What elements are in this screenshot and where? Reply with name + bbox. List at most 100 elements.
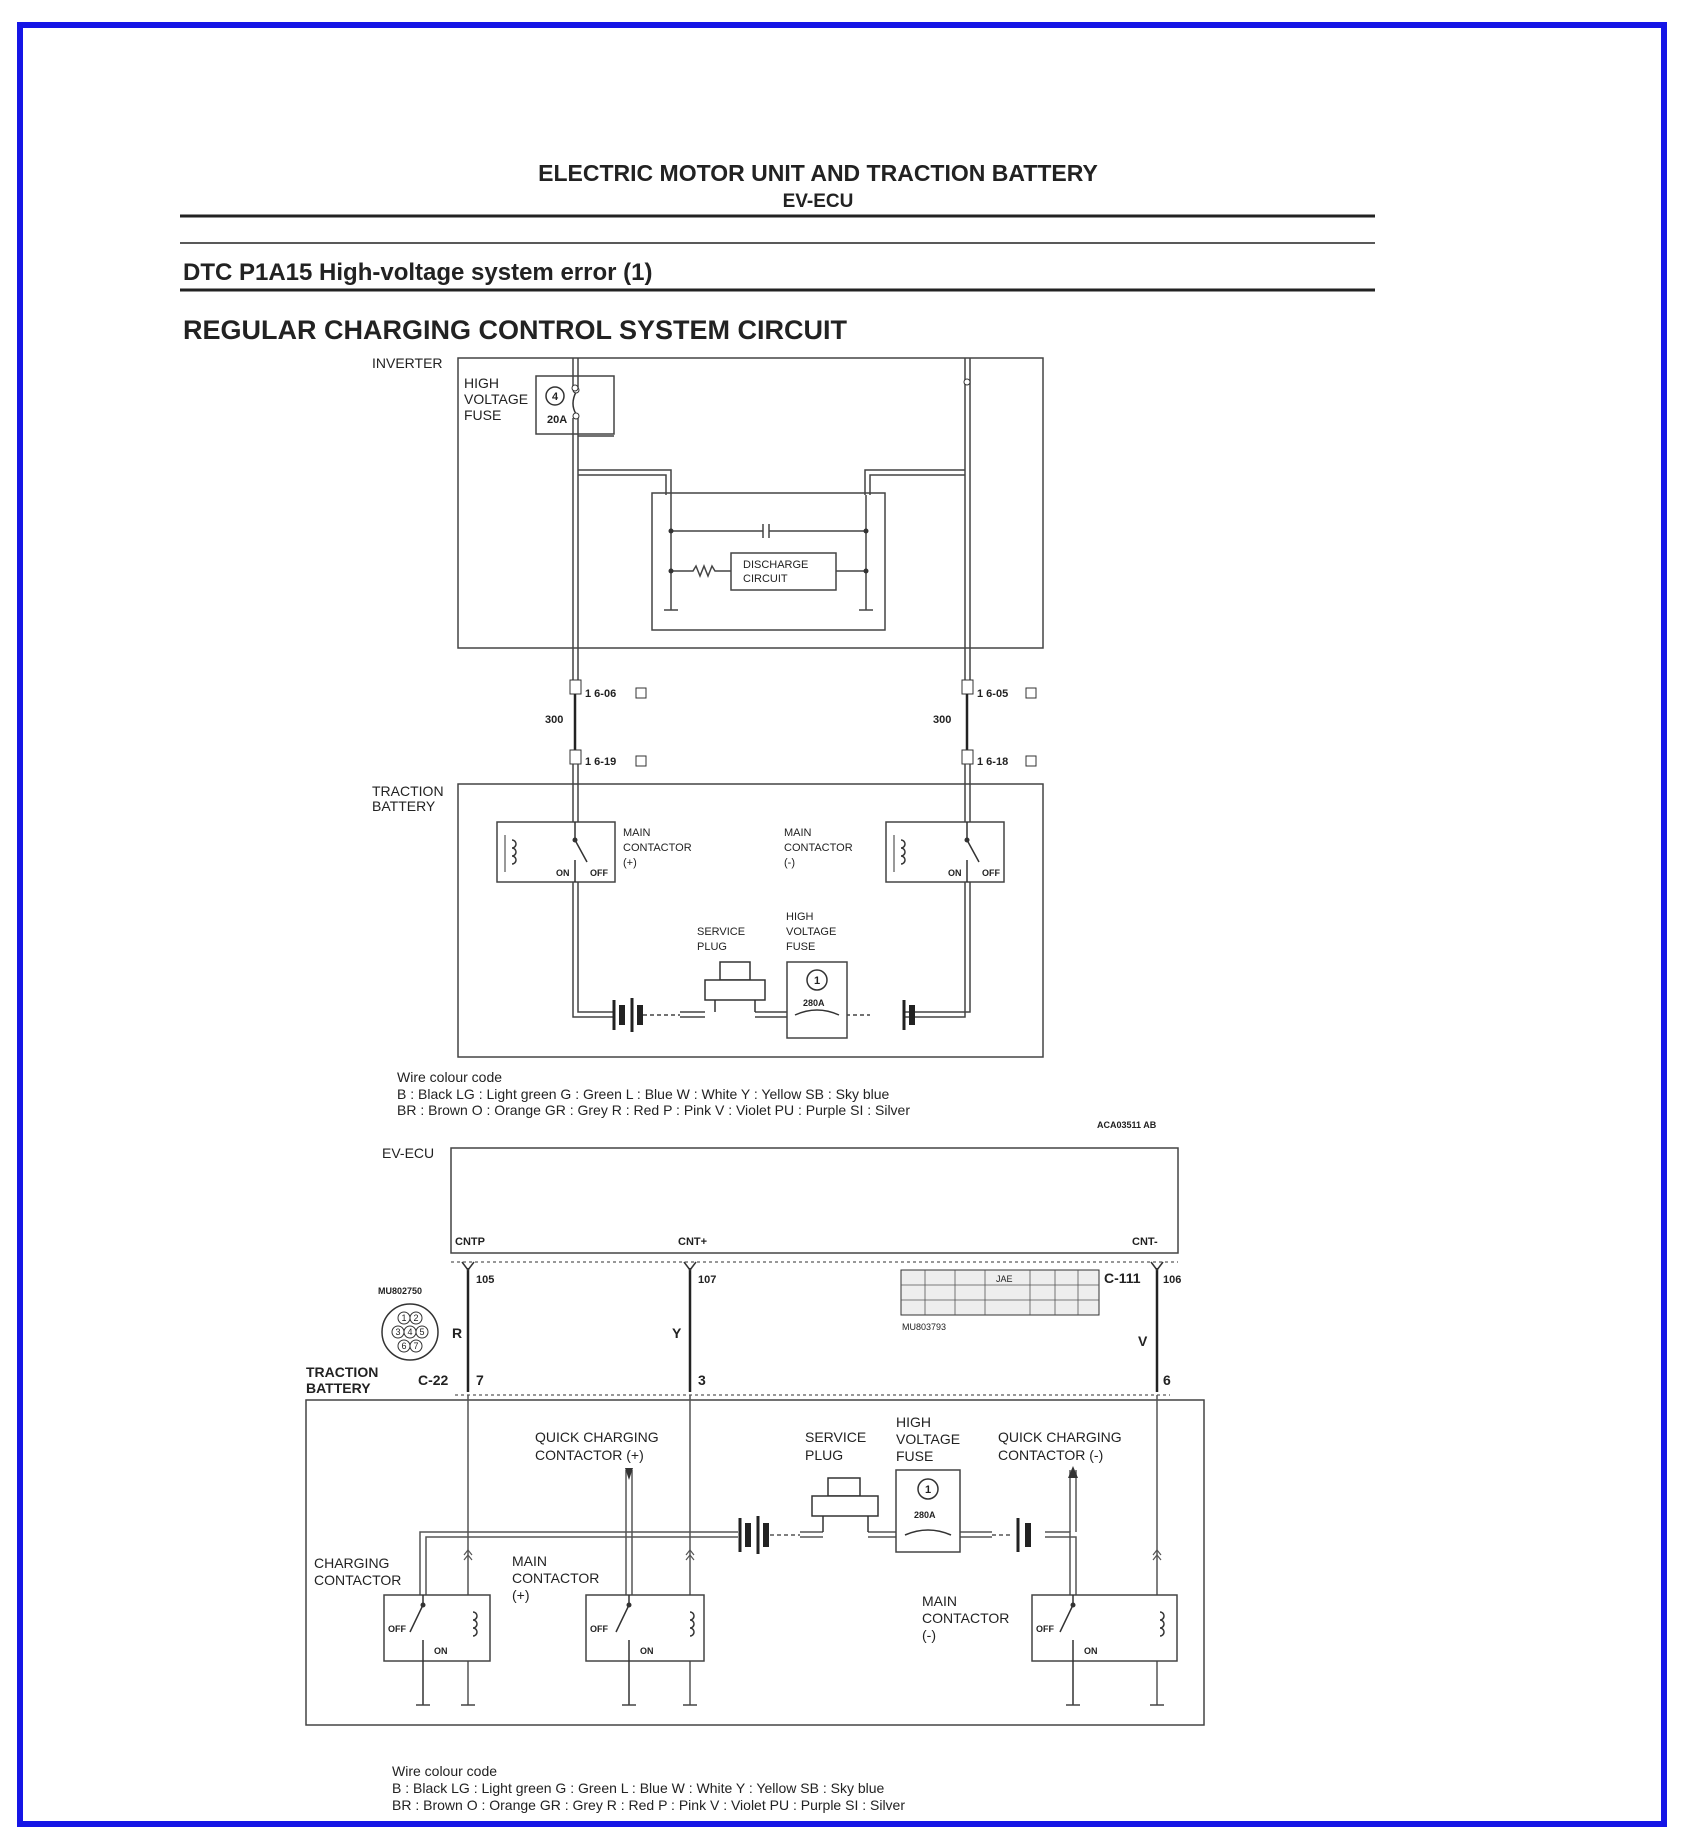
quick-plus-line-1: QUICK CHARGING (535, 1429, 659, 1445)
conn-left-top: 1 6-06 (585, 688, 616, 700)
upper-battery-cells-right (902, 1000, 915, 1030)
lower-main-plus-off: OFF (590, 1624, 608, 1634)
upper-main-plus-line-2: CONTACTOR (623, 842, 692, 854)
lower-main-plus-on: ON (640, 1646, 654, 1656)
upper-fuse-1-number: 1 (814, 975, 820, 987)
pin-106: 106 (1163, 1274, 1181, 1286)
ecu-wires (466, 1268, 1159, 1392)
upper-fuse-1-element (794, 1009, 840, 1016)
upper-fuse-1-rating: 280A (803, 998, 825, 1008)
quick-minus-arrow (1068, 1466, 1078, 1478)
lower-battery-cells-left (738, 1516, 769, 1554)
inverter-node-fuse-top (571, 384, 579, 392)
legend-1-heading: Wire colour code (397, 1069, 502, 1085)
pin-107: 107 (698, 1274, 716, 1286)
c111-connector-face (900, 1269, 1100, 1316)
lower-traction-battery-box (305, 1399, 1205, 1726)
quick-plus-arrow (625, 1468, 633, 1480)
charging-contactor-pivot (420, 1602, 426, 1608)
discharge-circuit-box (730, 552, 837, 591)
c22-pin-label: 5 (419, 1327, 424, 1337)
conn-left-bot: 1 6-19 (585, 756, 616, 768)
conn-right-bot-marker (961, 749, 974, 765)
fuse-4-terminal-bottom (572, 412, 580, 420)
pin-cnt-minus: CNT- (1132, 1236, 1158, 1248)
figure-id: ACA03511 AB (1097, 1120, 1157, 1130)
pin-cntp: CNTP (455, 1236, 485, 1248)
lower-traction-line-1: TRACTION (306, 1364, 378, 1380)
c22-pin (409, 1339, 423, 1353)
c22-pin (415, 1325, 429, 1339)
fuse-4-rating: 20A (547, 414, 567, 426)
lower-main-minus-off: OFF (1036, 1624, 1054, 1634)
c111-grid-label: JAE (996, 1274, 1013, 1284)
inverter-box (457, 357, 1044, 649)
lower-main-plus-box (585, 1594, 705, 1662)
lower-main-plus-line-2: CONTACTOR (512, 1570, 599, 1586)
upper-main-plus-off: OFF (590, 868, 608, 878)
ecu-pin-markers (461, 1261, 1164, 1272)
upper-main-minus-line-1: MAIN (784, 827, 812, 839)
c22-pin-label: 4 (407, 1327, 412, 1337)
upper-hv-fuse-line-2: VOLTAGE (786, 926, 836, 938)
conn-right-bot-icon (1025, 755, 1037, 767)
charging-contactor-off: OFF (388, 1624, 406, 1634)
capacitor-circuit (664, 495, 873, 611)
upper-main-plus-line-3: (+) (623, 857, 637, 869)
charging-contactor-line-2: CONTACTOR (314, 1572, 401, 1588)
discharge-line-2: CIRCUIT (743, 573, 788, 585)
upper-main-plus-on: ON (556, 868, 570, 878)
quick-minus-line-1: QUICK CHARGING (998, 1429, 1122, 1445)
dtc-title: DTC P1A15 High-voltage system error (1) (183, 259, 652, 286)
wire-y: Y (672, 1325, 682, 1341)
conn-right-bot: 1 6-18 (977, 756, 1008, 768)
c22-pin-label: 3 (395, 1327, 400, 1337)
wire-v: V (1138, 1333, 1148, 1349)
conn-right-top-icon (1025, 687, 1037, 699)
conn-left-bot-icon (635, 755, 647, 767)
lower-hv-fuse-line-3: FUSE (896, 1448, 933, 1464)
upper-battery-cells-left (612, 998, 643, 1032)
wire-direction-marks (463, 1549, 1162, 1561)
inverter-wiring (572, 358, 971, 690)
res-node-left (668, 568, 674, 574)
lower-fuse-1-box (895, 1469, 961, 1553)
hv-fuse-line-1: HIGH (464, 375, 499, 391)
capacitor-box (651, 492, 886, 631)
part-left: MU802750 (378, 1286, 422, 1296)
traction-battery-box (457, 783, 1044, 1058)
upper-hv-fuse-line-1: HIGH (786, 911, 814, 923)
conn-left-top-marker (569, 679, 582, 695)
upper-main-minus-on: ON (948, 868, 962, 878)
quick-minus-line-2: CONTACTOR (-) (998, 1447, 1103, 1463)
lower-main-plus-line-3: (+) (512, 1587, 530, 1603)
lower-main-minus-box (1031, 1594, 1178, 1662)
upper-fuse-1-box (786, 961, 848, 1039)
upper-main-plus-pivot (572, 837, 578, 843)
upper-battery-wiring (572, 764, 971, 1018)
c22-pin (409, 1311, 423, 1325)
pin-6: 6 (1163, 1372, 1171, 1388)
upper-main-minus-pivot (964, 837, 970, 843)
upper-main-minus-line-2: CONTACTOR (784, 842, 853, 854)
part-right: MU803793 (902, 1322, 946, 1332)
lower-hv-fuse-line-1: HIGH (896, 1414, 931, 1430)
lower-service-plug-line-2: PLUG (805, 1447, 843, 1463)
traction-label-line-2: BATTERY (372, 798, 436, 814)
lower-fuse-1-rating: 280A (914, 1510, 936, 1520)
lower-fuse-1-number: 1 (925, 1484, 931, 1496)
evecu-label: EV-ECU (382, 1145, 434, 1161)
legend-2-line-2: BR : Brown O : Orange GR : Grey R : Red … (392, 1797, 905, 1813)
lower-main-minus-line-2: CONTACTOR (922, 1610, 1009, 1626)
wire-r: R (452, 1325, 462, 1341)
upper-main-minus-line-3: (-) (784, 857, 795, 869)
fuse-4-element (572, 391, 577, 415)
hv-fuse-line-3: FUSE (464, 407, 501, 423)
lower-service-plug (811, 1477, 879, 1532)
c22-pin-label: 6 (401, 1341, 406, 1351)
upper-fuse-1-badge (806, 969, 828, 991)
header-subtitle: EV-ECU (783, 191, 854, 212)
lower-main-plus-pivot (626, 1602, 632, 1608)
c22-pin-label: 1 (401, 1313, 406, 1323)
upper-main-minus-off: OFF (982, 868, 1000, 878)
